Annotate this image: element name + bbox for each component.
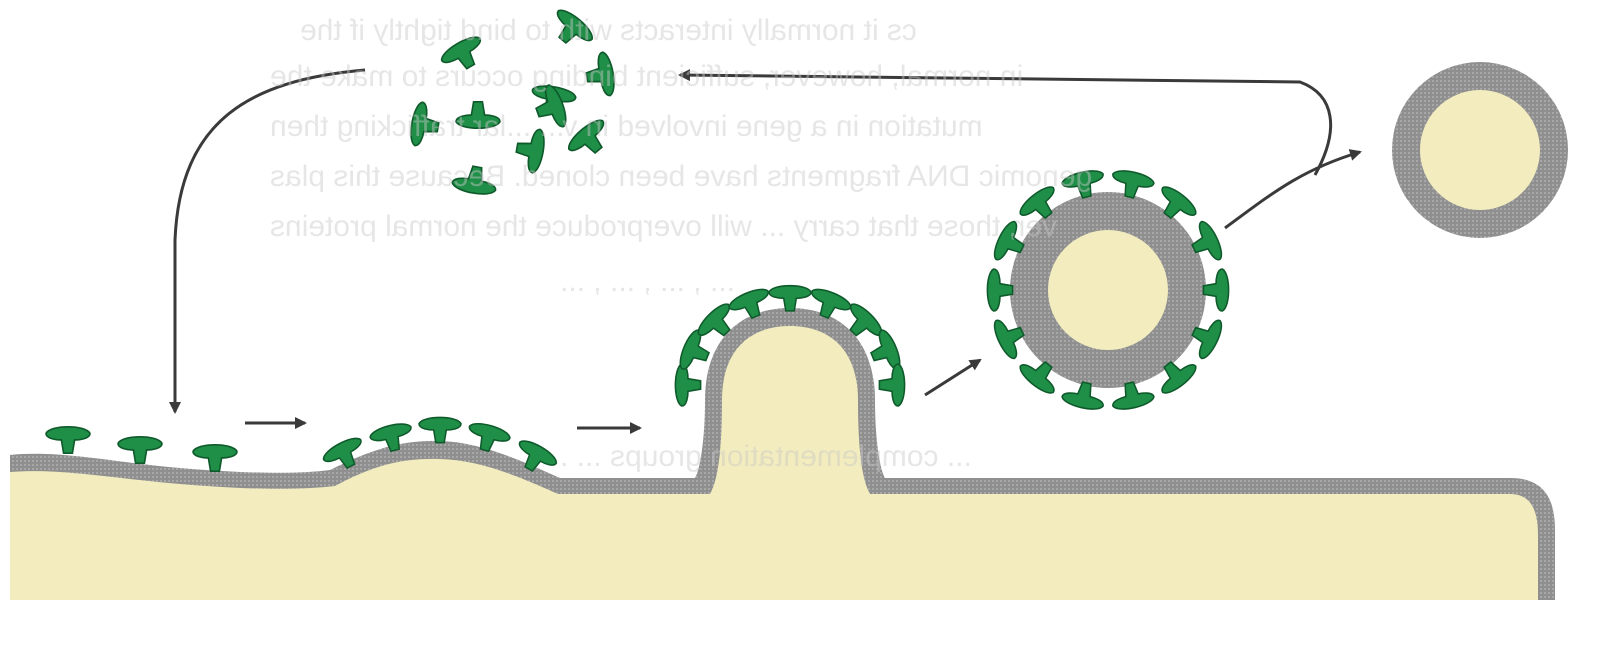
bound-coat-protein — [193, 445, 237, 471]
free-coat-protein — [565, 116, 616, 165]
uncoated-vesicle — [1392, 62, 1568, 238]
cell-membrane — [10, 308, 1555, 600]
bound-coat-protein — [118, 437, 162, 463]
free-coat-protein — [408, 101, 442, 149]
free-coat-protein — [456, 102, 500, 128]
free-coat-protein — [438, 33, 489, 78]
bud-coat-protein — [769, 286, 811, 311]
arrow-step-3 — [925, 360, 980, 395]
arrow-to-uncoated — [1225, 152, 1360, 228]
bound-coat-protein — [46, 427, 90, 453]
curving-coat-protein — [419, 417, 461, 442]
coated-vesicle — [1010, 192, 1206, 388]
bud-coat-protein — [879, 364, 904, 406]
free-coat-protein — [513, 126, 547, 174]
vesicle-coat-protein — [987, 269, 1012, 311]
free-coat-proteins — [408, 6, 617, 197]
recycle-arrow-top — [680, 75, 1331, 175]
free-coat-protein — [546, 6, 597, 55]
cytoplasm — [10, 326, 1538, 600]
vesicle-coat-protein — [1203, 269, 1228, 311]
free-coat-protein — [583, 51, 617, 99]
vesicle-lumen — [1048, 230, 1168, 350]
bud-coat-protein — [675, 364, 700, 406]
vesicle-lumen — [1420, 90, 1540, 210]
recycle-arrow-down — [175, 70, 365, 412]
free-coat-protein — [451, 163, 499, 197]
